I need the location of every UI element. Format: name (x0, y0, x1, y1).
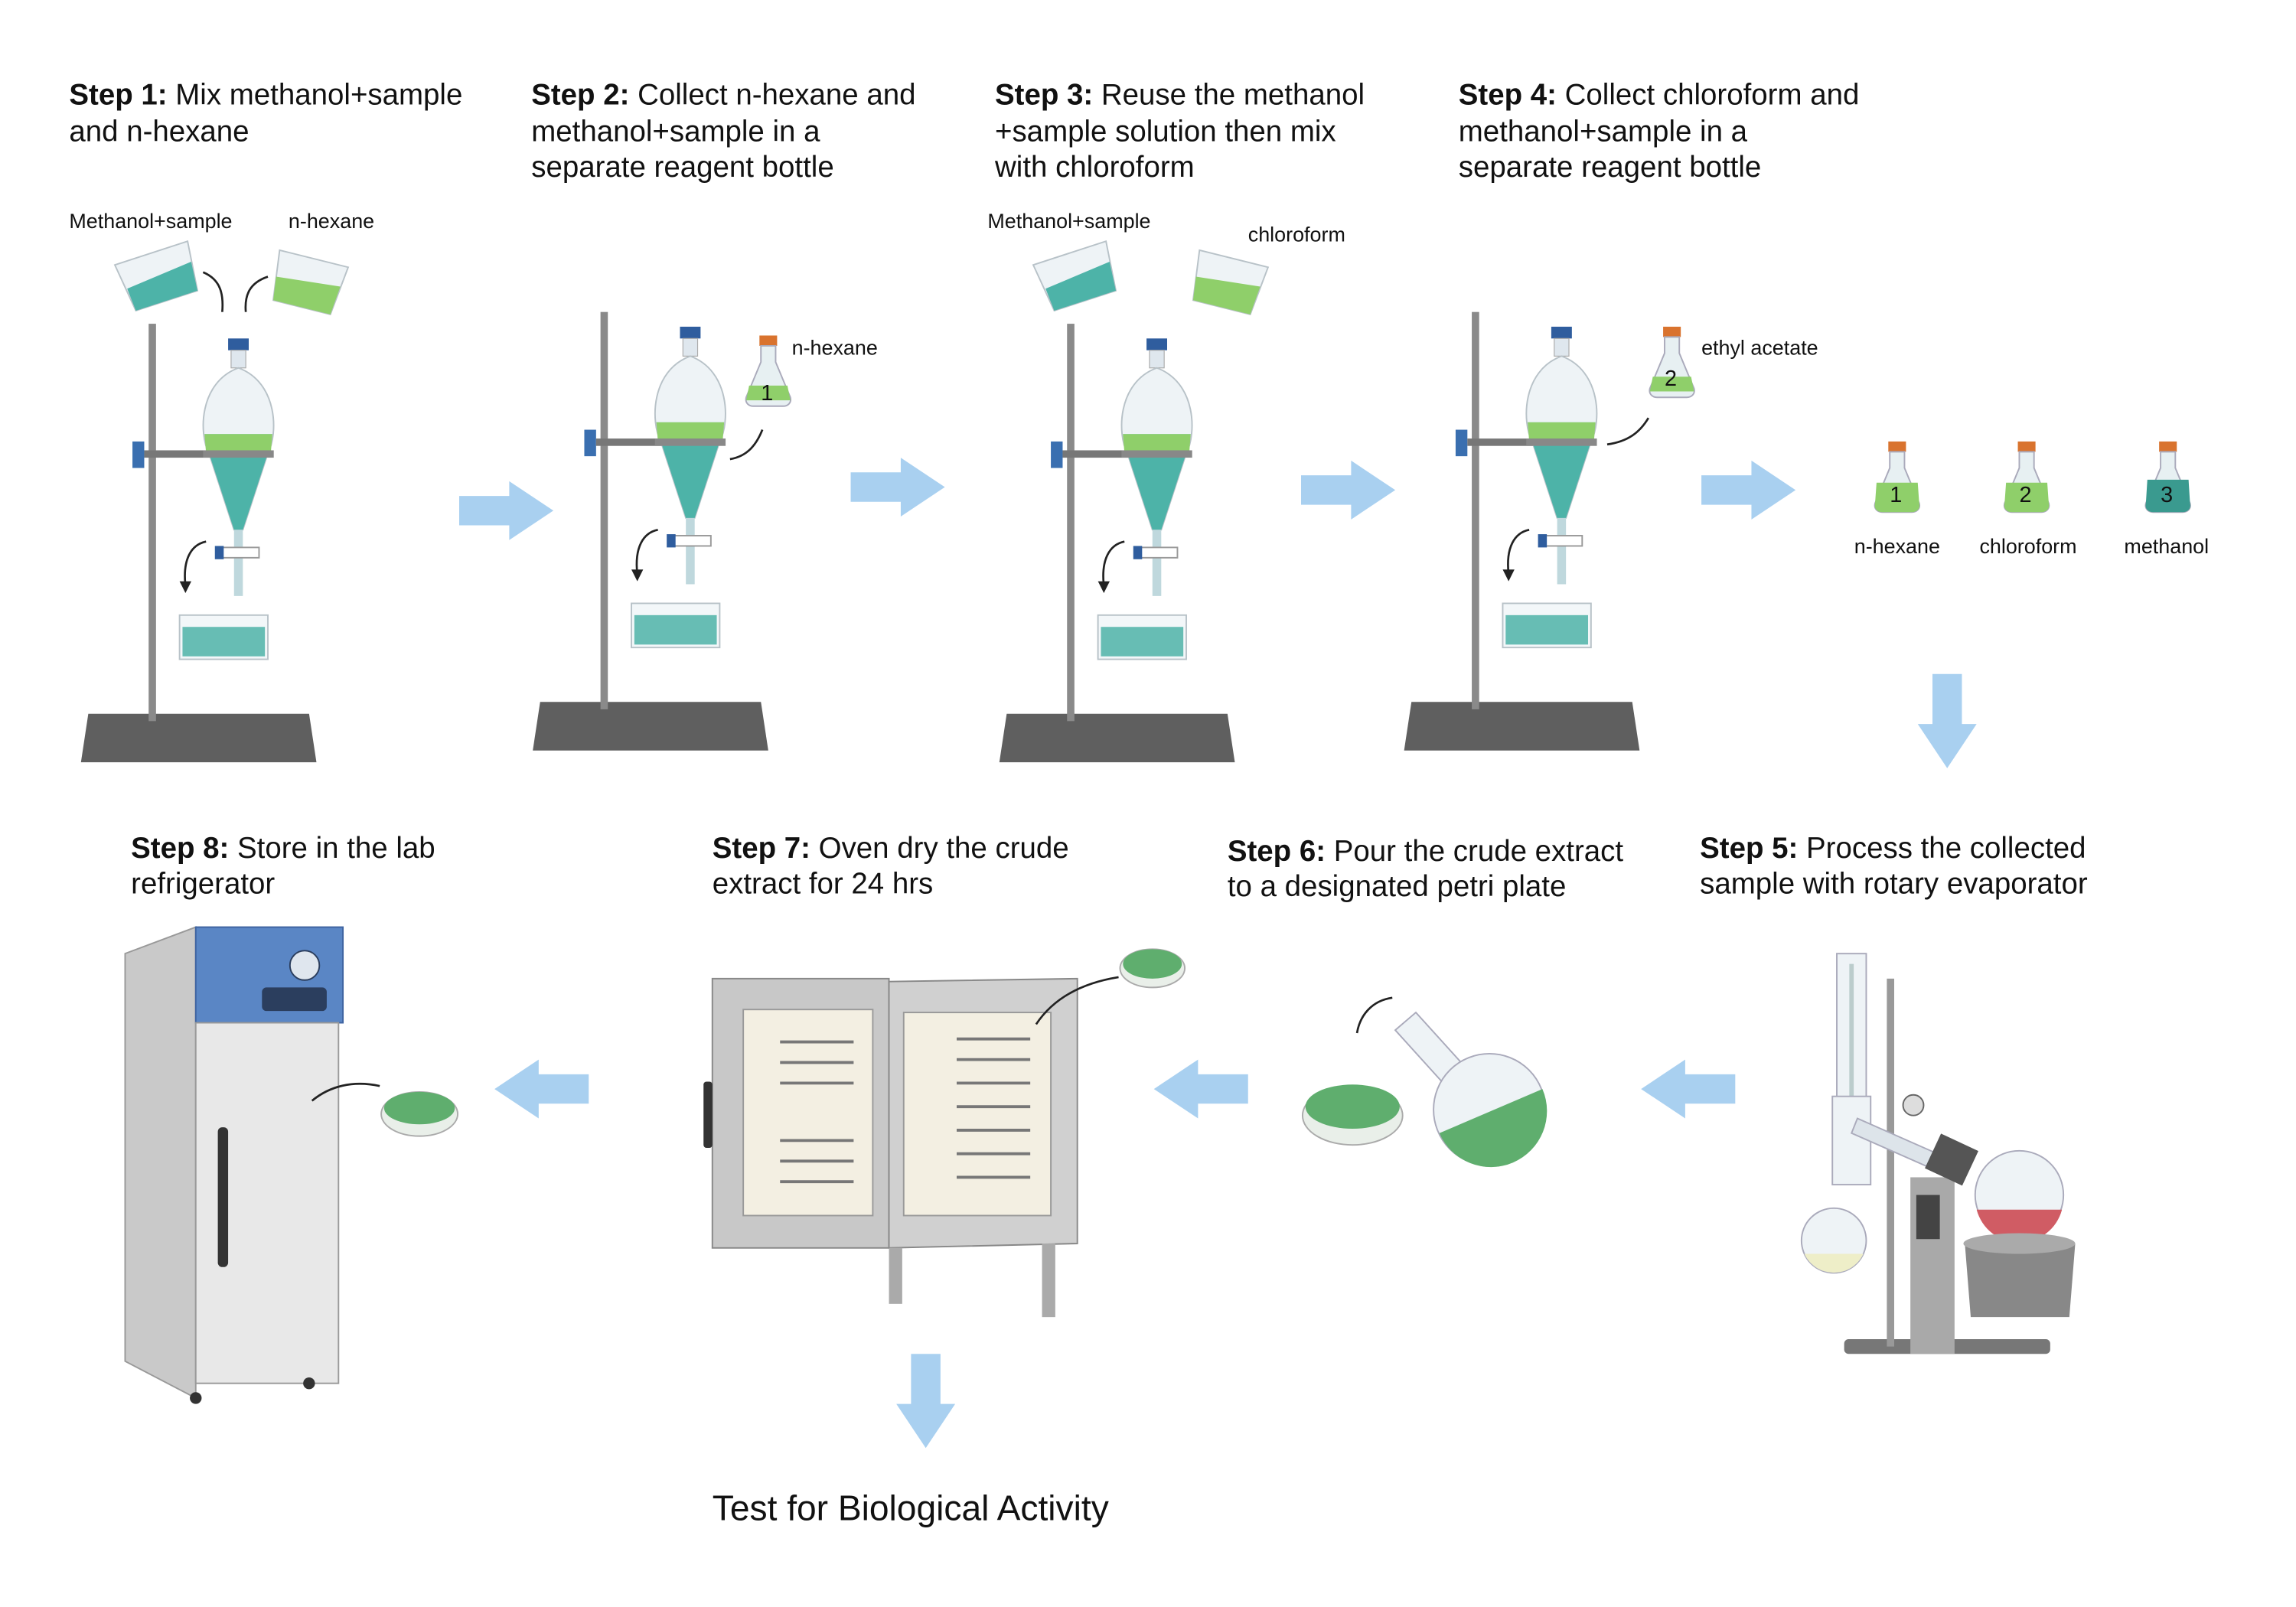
final-step-label: Test for Biological Activity (713, 1488, 1109, 1528)
petri-plate-icon (1301, 1084, 1404, 1146)
step-text: separate reagent bottle (1459, 151, 1762, 184)
step-4-title: Step 4: Collect chloroform and methanol+… (1459, 79, 1860, 184)
step-text: to a designated petri plate (1228, 870, 1567, 903)
flask-number: 2 (1665, 367, 1677, 391)
step-text: Collect chloroform and (1565, 79, 1860, 112)
flask-number: 1 (761, 381, 773, 406)
bottle-number: 3 (2161, 483, 2173, 507)
beaker-methanol-icon (1032, 240, 1117, 312)
step-text: Collect n-hexane and (638, 79, 915, 112)
oven-icon (703, 948, 1186, 1318)
step-3-illustration: Methanol+sample chloroform (987, 210, 1345, 764)
separatory-funnel-setup-icon (531, 311, 770, 752)
bottle-number: 2 (2019, 483, 2031, 507)
step-4-illustration: 2 ethyl acetate (1403, 311, 1818, 752)
step-3-title: Step 3: Reuse the methanol +sample solut… (994, 79, 1365, 184)
step-label: Step 7: (713, 832, 810, 865)
beaker-methanol-icon (113, 240, 199, 312)
step-6-title: Step 6: Pour the crude extract to a desi… (1228, 835, 1624, 903)
step-2-title: Step 2: Collect n-hexane and methanol+sa… (531, 79, 915, 184)
step-8-title: Step 8: Store in the lab refrigerator (131, 832, 435, 900)
svg-text:Step 1: Mix methanol+sample: Step 1: Mix methanol+sample (69, 79, 462, 112)
bottle-label: methanol (2124, 535, 2209, 558)
step-label: Step 2: (531, 79, 629, 112)
svg-text:Step 3: Reuse the methanol: Step 3: Reuse the methanol (995, 79, 1365, 112)
flow-arrow-down (896, 1354, 956, 1449)
step-label: Step 6: (1228, 835, 1326, 868)
step-text: with chloroform (994, 151, 1195, 184)
flow-arrow-right (850, 458, 945, 517)
step-text: methanol+sample in a (1459, 116, 1748, 148)
separatory-funnel-setup-icon (80, 322, 318, 764)
bottle-label: n-hexane (1854, 535, 1940, 558)
step-1-illustration: Methanol+sample n-hexane (69, 210, 374, 764)
flow-arrow-down (1917, 673, 1977, 768)
step-text: Process the collected (1806, 832, 2086, 865)
step-text: refrigerator (131, 867, 275, 900)
flow-arrow-left (1153, 1059, 1248, 1119)
step-1-title: Step 1: Mix methanol+sample and n-hexane (69, 79, 462, 148)
flow-arrow-right (1701, 460, 1796, 520)
bottle-number: 1 (1890, 483, 1902, 507)
svg-text:Step 2: Collect n-hexane and: Step 2: Collect n-hexane and (531, 79, 915, 112)
step-label: Step 8: (131, 832, 229, 865)
beaker-chloroform-icon (1192, 249, 1270, 315)
reagent-label: chloroform (1248, 223, 1345, 246)
flow-arrow-left (1641, 1059, 1736, 1119)
collected-bottles: 1 n-hexane 2 chloroform 3 methanol (1854, 440, 2209, 558)
flow-arrow-right (459, 481, 554, 540)
step-text: separate reagent bottle (531, 151, 834, 184)
flow-arrow-right (1301, 460, 1396, 520)
step-6-illustration (1301, 996, 1548, 1168)
step-2-illustration: 1 n-hexane (531, 311, 878, 752)
beaker-hexane-icon (272, 249, 350, 315)
step-text: extract for 24 hrs (713, 867, 934, 900)
step-text: methanol+sample in a (531, 116, 820, 148)
reagent-label: Methanol+sample (987, 210, 1150, 233)
svg-text:Step 8: Store in the lab: Step 8: Store in the lab (131, 832, 435, 865)
separatory-funnel-setup-icon (998, 322, 1236, 764)
step-text: +sample solution then mix (995, 116, 1336, 148)
bottle-methanol: 3 methanol (2124, 440, 2209, 558)
step-label: Step 4: (1459, 79, 1557, 112)
step-label: Step 5: (1700, 832, 1798, 865)
bottle-label: chloroform (1979, 535, 2076, 558)
bottle-n-hexane: 1 n-hexane (1854, 440, 1940, 558)
step-text: Mix methanol+sample (175, 79, 462, 112)
step-7-title: Step 7: Oven dry the crude extract for 2… (713, 832, 1069, 900)
step-text: sample with rotary evaporator (1700, 867, 2088, 900)
step-text: Oven dry the crude (819, 832, 1069, 865)
step-text: Reuse the methanol (1101, 79, 1365, 112)
svg-text:Step 7: Oven dry the crude: Step 7: Oven dry the crude (713, 832, 1069, 865)
step-text: and n-hexane (69, 116, 249, 148)
svg-text:Step 4: Collect chloroform and: Step 4: Collect chloroform and (1459, 79, 1860, 112)
step-label: Step 1: (69, 79, 167, 112)
reagent-label: n-hexane (792, 336, 878, 359)
svg-text:Step 6: Pour the crude extract: Step 6: Pour the crude extract (1228, 835, 1624, 868)
bottle-chloroform: 2 chloroform (1979, 440, 2077, 558)
reagent-label: ethyl acetate (1701, 336, 1818, 359)
round-bottom-flask-icon (1394, 1011, 1548, 1168)
step-label: Step 3: (995, 79, 1093, 112)
svg-text:Step 5: Process the collected: Step 5: Process the collected (1700, 832, 2086, 865)
step-5-title: Step 5: Process the collected sample wit… (1700, 832, 2088, 900)
flow-arrow-left (494, 1059, 589, 1119)
reagent-label: Methanol+sample (69, 210, 232, 233)
rotary-evaporator-icon (1800, 953, 2076, 1354)
step-text: Pour the crude extract (1334, 835, 1624, 868)
separatory-funnel-setup-icon (1403, 311, 1641, 752)
refrigerator-icon (124, 926, 459, 1404)
step-text: Store in the lab (237, 832, 435, 865)
reagent-label: n-hexane (289, 210, 374, 233)
